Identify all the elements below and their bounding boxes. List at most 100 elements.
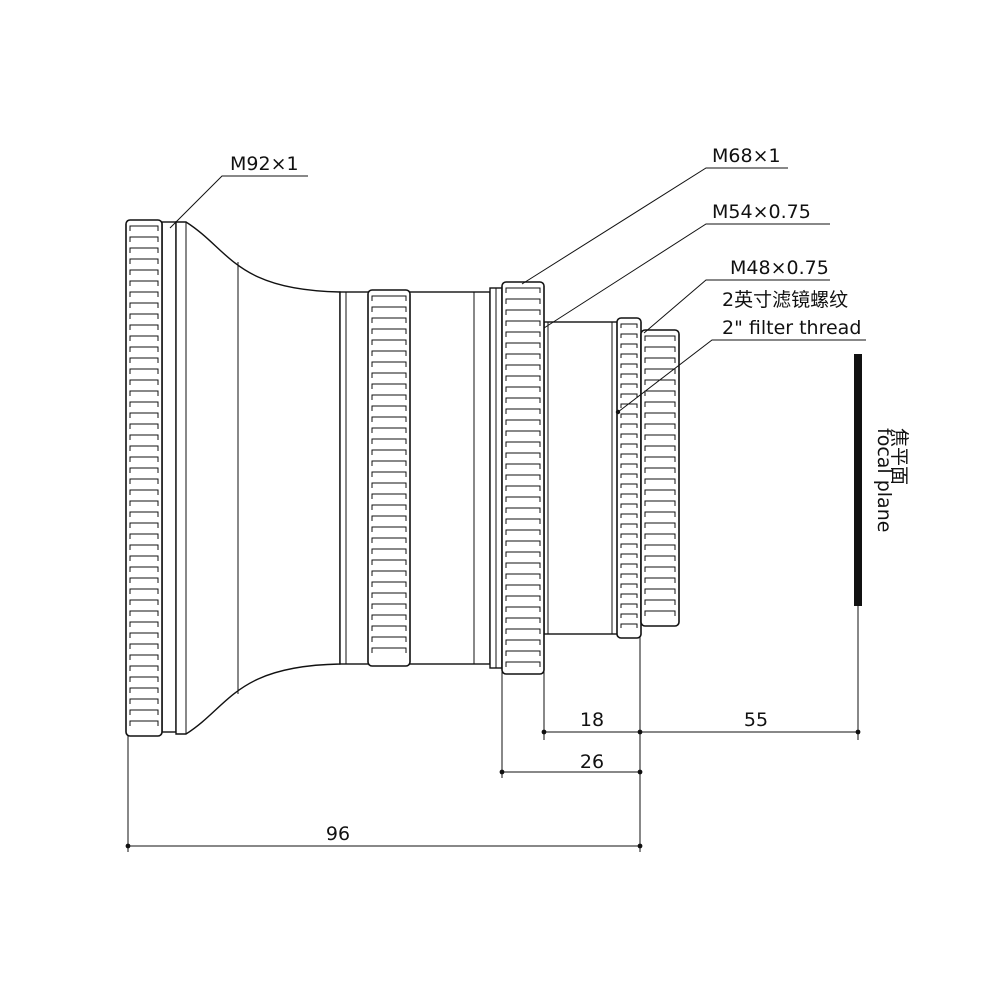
knurl-tooth [505,298,541,304]
knurl-tooth [644,335,676,341]
knurl-tooth [644,555,676,561]
knurl-tooth [129,456,159,462]
knurl-tooth [371,339,407,345]
knurl-tooth [644,390,676,396]
label-m48: M48×0.75 [730,257,829,279]
knurl-tooth [644,445,676,451]
knurl-tooth [505,562,541,568]
label-filter-cn: 2英寸滤镜螺纹 [722,289,848,311]
knurl-tooth [505,309,541,315]
knurl-tooth [371,592,407,598]
knurl-tooth [505,496,541,502]
knurl-tooth [505,661,541,667]
knurl-tooth [620,463,638,468]
knurl-tooth [129,599,159,605]
knurl-tooth [129,500,159,506]
knurled-ring-m48 [616,317,642,639]
knurl-tooth [505,628,541,634]
knurl-tooth [129,302,159,308]
knurl-tooth [644,610,676,616]
knurl-tooth [129,577,159,583]
knurl-tooth [644,566,676,572]
knurl-tooth [505,540,541,546]
knurl-tooth [620,623,638,628]
knurl-tooth [129,687,159,693]
knurl-tooth [129,654,159,660]
knurl-tooth [371,372,407,378]
knurl-tooth [129,335,159,341]
knurl-tooth [129,445,159,451]
knurl-tooth [371,328,407,334]
knurl-tooth [371,526,407,532]
knurl-tooth [371,350,407,356]
knurl-tooth [505,331,541,337]
knurl-tooth [644,500,676,506]
knurl-tooth [620,423,638,428]
knurl-tooth [620,343,638,348]
dimension-96: 96 [326,823,350,845]
label-m92: M92×1 [230,153,299,175]
knurl-tooth [371,636,407,642]
knurl-tooth [644,357,676,363]
knurled-ring-m68 [501,281,545,675]
knurl-tooth [620,573,638,578]
knurl-tooth [129,665,159,671]
ring-outline [501,281,545,675]
dimension-lines [125,606,861,852]
knurl-tooth [620,413,638,418]
knurl-tooth [371,361,407,367]
knurl-tooth [644,544,676,550]
knurl-tooth [371,460,407,466]
knurl-tooth [505,353,541,359]
knurl-tooth [620,513,638,518]
knurled-ring-2in-filter [640,329,680,627]
lens-body [161,221,619,735]
knurl-tooth [620,453,638,458]
knurl-tooth [505,529,541,535]
knurl-tooth [505,507,541,513]
knurl-tooth [129,478,159,484]
knurl-tooth [644,577,676,583]
knurl-tooth [620,393,638,398]
knurl-tooth [371,647,407,653]
knurl-tooth [129,555,159,561]
ring-outline [125,219,163,737]
knurl-tooth [129,346,159,352]
knurl-tooth [129,401,159,407]
knurl-tooth [129,434,159,440]
focal-plane-label-en: focal plane [873,428,895,532]
knurled-ring-focus [367,289,411,667]
knurl-tooth [505,474,541,480]
dimension-55: 55 [744,709,768,731]
knurl-tooth [371,581,407,587]
knurl-tooth [129,621,159,627]
knurl-tooth [505,639,541,645]
knurl-tooth [371,493,407,499]
knurl-tooth [644,467,676,473]
knurl-tooth [620,333,638,338]
knurl-tooth [644,478,676,484]
knurl-tooth [129,390,159,396]
knurl-tooth [371,482,407,488]
knurl-tooth [371,317,407,323]
knurl-tooth [371,559,407,565]
knurl-tooth [371,427,407,433]
knurl-tooth [129,643,159,649]
knurl-tooth [505,441,541,447]
knurl-tooth [371,295,407,301]
ring-outline [367,289,411,667]
knurl-tooth [371,614,407,620]
focal-plane-bar [854,354,862,606]
knurl-tooth [644,423,676,429]
knurl-tooth [644,434,676,440]
knurl-tooth [620,603,638,608]
knurl-tooth [505,397,541,403]
knurl-tooth [620,613,638,618]
knurl-tooth [620,493,638,498]
knurl-tooth [129,324,159,330]
knurl-tooth [129,511,159,517]
knurl-tooth [371,449,407,455]
knurl-tooth [620,373,638,378]
knurl-tooth [371,515,407,521]
